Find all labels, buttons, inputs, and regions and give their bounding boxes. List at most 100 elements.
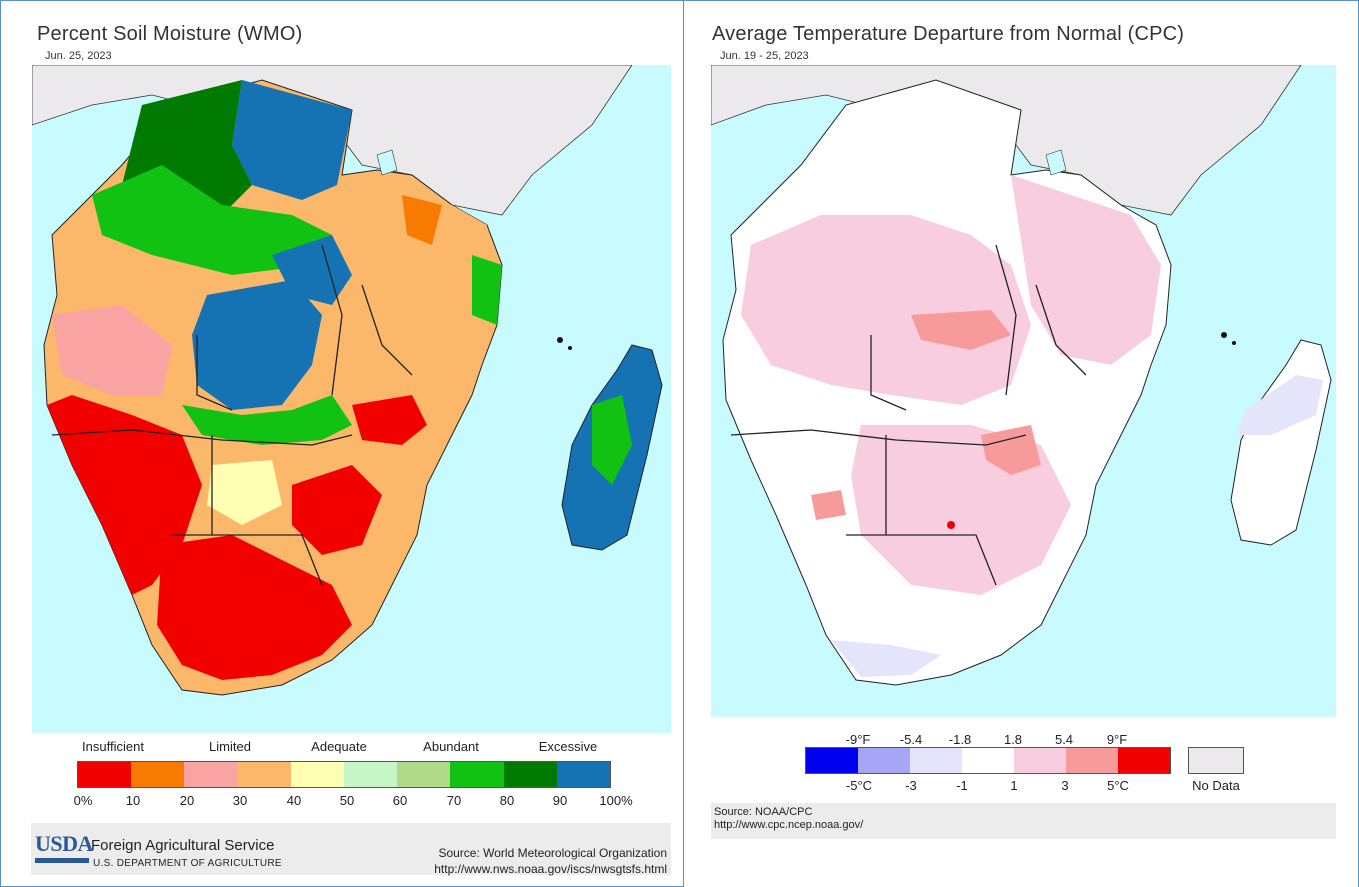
tick-60: 60 (392, 793, 408, 808)
zone-warm-5c (947, 521, 955, 529)
tick-f-1-8: 1.8 (1003, 732, 1023, 747)
zone-limited-west (52, 305, 172, 395)
tick-c-5: 5°C (1107, 778, 1129, 793)
tick-c-minus3: -3 (905, 778, 917, 793)
soil-swatch-7 (450, 762, 504, 787)
agency-name: Foreign Agricultural Service (91, 837, 275, 854)
soil-moisture-footer (31, 823, 671, 875)
comoros (1221, 332, 1227, 338)
tick-c-minus5: -5°C (845, 778, 873, 793)
tick-30: 30 (232, 793, 248, 808)
temp-swatch-4 (1014, 748, 1066, 773)
zone-warm-3c-central (911, 310, 1011, 350)
tick-20: 20 (179, 793, 195, 808)
temp-swatch-1 (858, 748, 910, 773)
lake-victoria (1045, 149, 1067, 176)
temperature-fahrenheit-ticks: -9°F -5.4 -1.8 1.8 5.4 9°F (684, 732, 1359, 748)
soil-swatch-4 (290, 762, 344, 787)
tick-40: 40 (286, 793, 302, 808)
temp-source-line2: http://www.cpc.ncep.noaa.gov/ (714, 819, 864, 831)
tick-80: 80 (499, 793, 515, 808)
temperature-celsius-ticks: -5°C -3 -1 1 3 5°C No Data (684, 778, 1359, 794)
soil-swatch-3 (237, 762, 291, 787)
country-borders (730, 244, 1087, 586)
zone-abundant-coast (472, 255, 502, 325)
soil-source-line2: http://www.nws.noaa.gov/iscs/nwsgtsfs.ht… (434, 862, 667, 876)
soil-moisture-color-bar (77, 761, 611, 788)
temp-swatch-6 (1118, 748, 1170, 773)
lake-victoria (376, 149, 398, 176)
zone-abundant-south (182, 395, 352, 445)
soil-swatch-9 (556, 762, 610, 787)
zone-abundant (92, 165, 332, 275)
soil-moisture-title: Percent Soil Moisture (WMO) (37, 23, 303, 45)
zone-excessive-central-2 (272, 235, 352, 305)
zone-adequate-east (362, 175, 487, 315)
temperature-panel: Average Temperature Departure from Norma… (684, 0, 1359, 887)
department-name: U.S. DEPARTMENT OF AGRICULTURE (93, 858, 282, 869)
tick-f-minus5-4: -5.4 (899, 732, 923, 747)
zone-insufficient-east (352, 395, 427, 445)
soil-moisture-ticks: 0% 10 20 30 40 50 60 70 80 90 100% (1, 793, 685, 809)
soil-moisture-map-svg (32, 65, 671, 733)
tick-c-1: 1 (1010, 778, 1018, 793)
zone-warm-3c-south (981, 425, 1041, 475)
tick-50: 50 (339, 793, 355, 808)
temperature-title: Average Temperature Departure from Norma… (712, 23, 1185, 45)
category-excessive: Excessive (538, 739, 598, 754)
zone-warm-1c-west (741, 215, 1031, 405)
comoros-2 (1232, 341, 1236, 345)
no-data-swatch (1188, 747, 1244, 774)
tick-90: 90 (552, 793, 568, 808)
zone-insufficient-central (292, 465, 382, 555)
category-insufficient: Insufficient (82, 739, 144, 754)
temperature-color-bar (805, 747, 1171, 774)
comoros-2 (568, 346, 572, 350)
soil-moisture-category-labels: Insufficient Limited Adequate Abundant E… (1, 739, 685, 755)
soil-moisture-date: Jun. 25, 2023 (45, 50, 112, 62)
category-adequate: Adequate (311, 739, 367, 754)
soil-swatch-0 (78, 762, 132, 787)
soil-moisture-panel: Percent Soil Moisture (WMO) Jun. 25, 202… (0, 0, 684, 887)
zone-adequate-central (207, 460, 282, 525)
zone-cool-1c-cape (831, 640, 941, 677)
soil-swatch-1 (131, 762, 185, 787)
soil-source-line1: Source: World Meteorological Organizatio… (438, 846, 667, 860)
zone-insufficient-south (157, 535, 352, 680)
soil-swatch-5 (343, 762, 398, 787)
temp-swatch-5 (1066, 748, 1118, 773)
tick-100: 100% (599, 793, 633, 808)
tick-70: 70 (446, 793, 462, 808)
madagascar-cool (1236, 375, 1323, 435)
tick-c-3: 3 (1061, 778, 1069, 793)
madagascar-green (592, 395, 632, 485)
zone-limited-east (402, 195, 442, 245)
temp-swatch-3 (962, 748, 1014, 773)
temperature-map-svg (711, 65, 1336, 717)
tick-f-minus9: -9°F (845, 732, 871, 747)
soil-swatch-2 (184, 762, 238, 787)
zone-excessive-central (192, 280, 322, 410)
zone-excessive-north (232, 80, 352, 200)
temp-swatch-0 (806, 748, 858, 773)
usda-logo-underline (35, 858, 89, 863)
zone-warm-1c-east (1011, 175, 1161, 365)
soil-swatch-6 (397, 762, 451, 787)
tick-0: 0% (73, 793, 93, 808)
usda-logo: USDA (35, 831, 93, 856)
temperature-footer (711, 803, 1336, 839)
temperature-map (711, 65, 1336, 717)
zone-warm-3c-namibia (811, 490, 846, 520)
category-limited: Limited (209, 739, 251, 754)
soil-swatch-8 (503, 762, 557, 787)
tick-f-5-4: 5.4 (1054, 732, 1074, 747)
no-data-label: No Data (1192, 778, 1240, 793)
tick-10: 10 (125, 793, 141, 808)
comoros (557, 337, 563, 343)
temp-source-line1: Source: NOAA/CPC (714, 806, 813, 818)
soil-moisture-map (32, 65, 671, 733)
tick-f-9: 9°F (1106, 732, 1128, 747)
country-borders (51, 244, 413, 586)
tick-f-minus1-8: -1.8 (948, 732, 972, 747)
tick-c-minus1: -1 (956, 778, 968, 793)
